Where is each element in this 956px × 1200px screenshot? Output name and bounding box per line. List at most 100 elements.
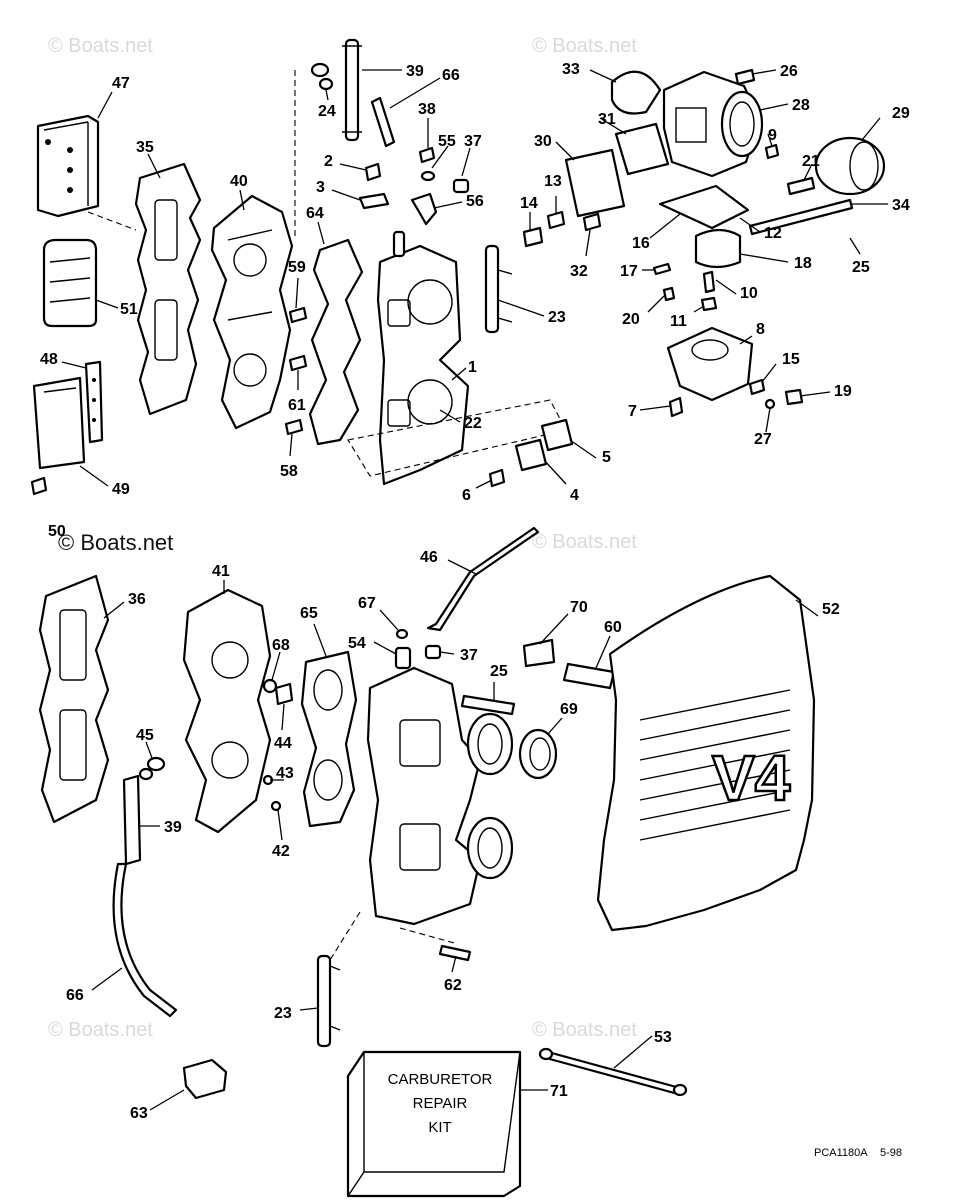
part-10-needle bbox=[702, 270, 716, 294]
part-32-screw bbox=[582, 212, 602, 232]
callout-46: 46 bbox=[420, 549, 438, 566]
part-36-gasket bbox=[38, 574, 110, 824]
callout-43: 43 bbox=[276, 765, 294, 782]
callout-29: 29 bbox=[892, 105, 910, 122]
callout-23: 23 bbox=[548, 309, 566, 326]
callout-30: 30 bbox=[534, 133, 552, 150]
part-61-screw bbox=[288, 354, 308, 372]
part-6-screw bbox=[488, 468, 506, 488]
part-59-screw bbox=[288, 306, 308, 324]
callout-17: 17 bbox=[620, 263, 638, 280]
part-62-bolt bbox=[438, 944, 472, 962]
kit-label-line2: REPAIR bbox=[413, 1095, 468, 1112]
callout-56: 56 bbox=[466, 193, 484, 210]
callout-2: 2 bbox=[324, 153, 333, 170]
callout-42: 42 bbox=[272, 843, 290, 860]
kit-label-line3: KIT bbox=[428, 1119, 451, 1136]
part-33-gasket bbox=[610, 70, 662, 115]
part-30-plate bbox=[564, 148, 626, 218]
callout-68: 68 bbox=[272, 637, 290, 654]
callout-64: 64 bbox=[306, 205, 324, 222]
callout-71: 71 bbox=[550, 1083, 568, 1100]
callout-11: 11 bbox=[670, 313, 687, 330]
callout-70: 70 bbox=[570, 599, 588, 616]
callout-41: 41 bbox=[212, 563, 230, 580]
callout-25: 25 bbox=[852, 259, 870, 276]
callout-35: 35 bbox=[136, 139, 154, 156]
part-49-reed-plate bbox=[32, 376, 86, 470]
part-53-rod bbox=[538, 1047, 688, 1097]
callout-38: 38 bbox=[418, 101, 436, 118]
callout-50: 50 bbox=[48, 523, 66, 540]
part-69-ring bbox=[518, 728, 558, 780]
part-15-screw bbox=[748, 378, 766, 396]
part-37-plug bbox=[452, 178, 470, 194]
part-37-plug-lower bbox=[424, 644, 442, 660]
callout-54: 54 bbox=[348, 635, 366, 652]
callout-12: 12 bbox=[764, 225, 782, 242]
part-18-float bbox=[694, 228, 742, 269]
callout-36: 36 bbox=[128, 591, 146, 608]
callout-14: 14 bbox=[520, 195, 538, 212]
part-67-washer bbox=[395, 628, 409, 640]
callout-7: 7 bbox=[628, 403, 637, 420]
callout-45: 45 bbox=[136, 727, 154, 744]
part-29-ring bbox=[814, 136, 886, 196]
watermark-dark: © Boats.net bbox=[58, 530, 173, 555]
part-4-plate bbox=[514, 438, 548, 472]
kit-label-line1: CARBURETOR bbox=[388, 1071, 493, 1088]
watermark-bottom-right: © Boats.net bbox=[532, 1019, 637, 1041]
part-47-reed-cover bbox=[36, 114, 100, 218]
callout-24: 24 bbox=[318, 103, 336, 120]
callout-31: 31 bbox=[598, 111, 616, 128]
part-7-screw bbox=[668, 396, 684, 418]
part-3-clip bbox=[358, 192, 390, 210]
callout-66-lower: 66 bbox=[66, 987, 84, 1004]
part-16-diaphragm bbox=[658, 184, 750, 230]
part-54-sleeve bbox=[394, 646, 412, 670]
part-1-carburetor-body bbox=[376, 230, 470, 486]
part-65-gasket bbox=[300, 650, 358, 828]
callout-53: 53 bbox=[654, 1029, 672, 1046]
part-25-bolt bbox=[460, 694, 516, 716]
part-21-spring bbox=[786, 176, 816, 196]
part-40-intake-manifold bbox=[210, 194, 294, 430]
figure-code: PCA1180A bbox=[814, 1147, 868, 1159]
part-28-carb-throat bbox=[662, 70, 764, 178]
callout-65: 65 bbox=[300, 605, 318, 622]
part-23-tee-lower bbox=[316, 954, 341, 1048]
part-17-pin bbox=[652, 262, 672, 276]
watermark-bottom-left: © Boats.net bbox=[48, 1019, 153, 1041]
part-35-gasket bbox=[134, 162, 202, 416]
part-64-gasket bbox=[308, 238, 364, 446]
callout-62: 62 bbox=[444, 977, 462, 994]
watermark-top-right: © Boats.net bbox=[532, 35, 637, 57]
callout-34: 34 bbox=[892, 197, 910, 214]
cover-v4-text: V4 bbox=[712, 742, 791, 814]
part-55-washer bbox=[420, 170, 436, 182]
callout-47: 47 bbox=[112, 75, 130, 92]
part-11-seat bbox=[700, 296, 718, 312]
callout-1: 1 bbox=[468, 359, 477, 376]
part-39-fuel-fitting bbox=[342, 38, 362, 142]
part-5-plate bbox=[540, 418, 574, 452]
part-52-silencer-cover: V4 bbox=[596, 574, 816, 932]
part-9-screw bbox=[764, 143, 780, 160]
figure-date: 5-98 bbox=[880, 1147, 902, 1159]
part-71-carburetor-repair-kit: CARBURETOR REPAIR KIT bbox=[346, 1050, 522, 1198]
part-45-washers bbox=[138, 756, 166, 781]
callout-55: 55 bbox=[438, 133, 456, 150]
callout-44: 44 bbox=[274, 735, 292, 752]
callout-61: 61 bbox=[288, 397, 306, 414]
callout-10: 10 bbox=[740, 285, 758, 302]
part-51-reed-petals bbox=[42, 238, 98, 328]
part-19-plug bbox=[784, 388, 804, 406]
callout-67: 67 bbox=[358, 595, 376, 612]
part-2-screw bbox=[364, 162, 382, 182]
callout-20: 20 bbox=[622, 311, 640, 328]
part-14-clip bbox=[522, 226, 544, 248]
leader-lines bbox=[61, 69, 888, 1111]
callout-49: 49 bbox=[112, 481, 130, 498]
part-48-stop bbox=[84, 360, 104, 444]
